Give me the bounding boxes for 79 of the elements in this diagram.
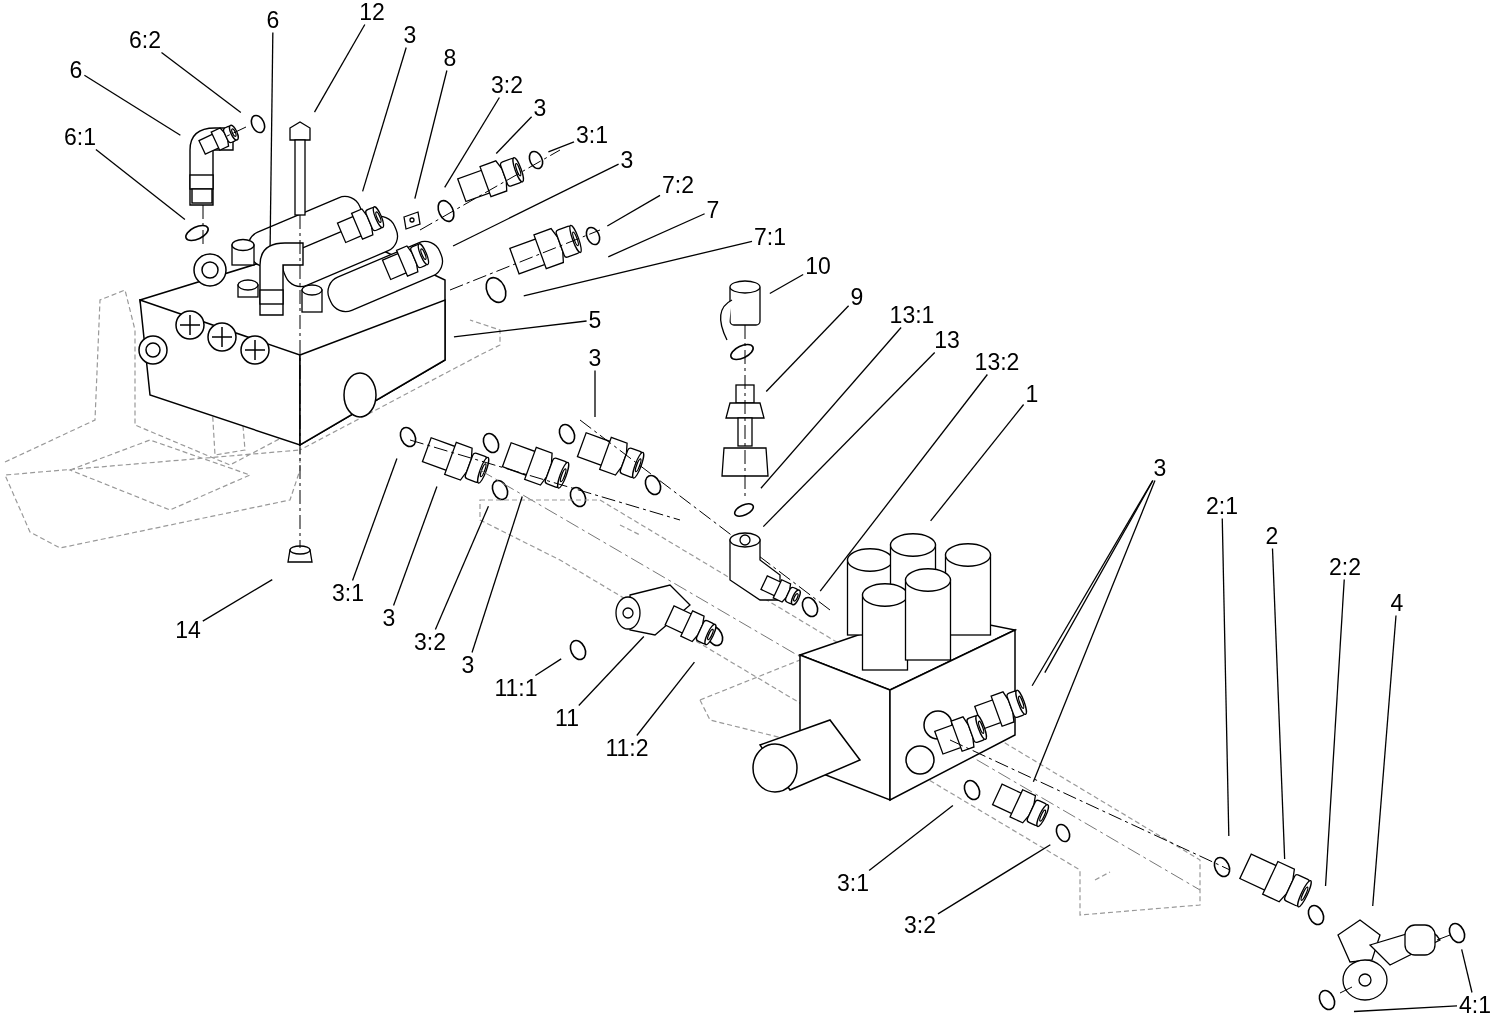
leader-line <box>313 23 366 113</box>
callout-number: 7 <box>706 198 720 222</box>
leader-line <box>594 369 596 418</box>
callout-number: 6:1 <box>64 125 96 149</box>
leader-line <box>1031 479 1154 687</box>
callout-number: 7:1 <box>754 225 786 249</box>
leader-line <box>547 141 575 153</box>
leader-line <box>819 373 988 592</box>
leader-line <box>160 51 242 114</box>
leader-line <box>1324 578 1345 887</box>
leader-line <box>392 485 438 607</box>
callout-number: 12 <box>359 0 385 24</box>
leader-line <box>434 505 490 631</box>
callout-number: 3:2 <box>414 630 446 654</box>
callout-number: 3:1 <box>576 123 608 147</box>
callout-number: 4 <box>1390 591 1404 615</box>
leader-line <box>765 305 850 393</box>
leader-line <box>471 495 523 654</box>
leader-line <box>453 320 588 338</box>
callout-number: 3:2 <box>491 73 523 97</box>
leader-line <box>1353 1005 1458 1013</box>
callout-number: 3 <box>382 606 396 630</box>
leader-line <box>636 661 696 737</box>
callout-number: 11:1 <box>494 676 538 700</box>
callout-number: 9 <box>850 285 864 309</box>
callout-number: 3 <box>533 96 547 120</box>
leader-line <box>607 213 706 258</box>
callout-number: 3 <box>620 148 634 172</box>
callout-number: 5 <box>588 308 602 332</box>
callout-number: 1 <box>1025 382 1039 406</box>
leader-line <box>762 351 936 528</box>
callout-number: 11 <box>555 706 579 730</box>
callout-number: 13:1 <box>889 303 935 327</box>
leader-line <box>523 240 753 297</box>
callout-number: 8 <box>443 46 457 70</box>
leader-line <box>351 457 398 582</box>
leader-line <box>495 116 533 155</box>
callout-number: 14 <box>175 618 201 642</box>
callout-number: 3 <box>403 23 417 47</box>
callout-number: 3 <box>588 346 602 370</box>
callout-number: 6 <box>69 58 83 82</box>
callout-number: 3 <box>461 653 475 677</box>
leader-line <box>937 844 1051 915</box>
leader-line <box>929 403 1025 522</box>
leader-line <box>769 273 804 295</box>
callout-number: 13:2 <box>974 350 1020 374</box>
callout-number: 4:1 <box>1459 993 1491 1017</box>
leader-line <box>414 69 448 200</box>
leader-line <box>1044 479 1154 674</box>
leader-line <box>202 578 273 622</box>
leader-line <box>760 326 902 489</box>
callout-number: 6:2 <box>129 28 161 52</box>
callout-number: 6 <box>266 8 280 32</box>
callout-number: 10 <box>805 254 831 278</box>
callout-number: 3 <box>1153 456 1167 480</box>
leader-line <box>606 194 661 227</box>
callout-number: 7:2 <box>662 173 694 197</box>
callout-number: 2:1 <box>1206 494 1238 518</box>
leader-line <box>1221 517 1230 837</box>
leader-line <box>578 635 645 707</box>
callout-number: 2 <box>1265 524 1279 548</box>
leader-line <box>534 658 562 677</box>
leader-line <box>1271 547 1286 860</box>
callout-number: 3:2 <box>904 913 936 937</box>
leader-line <box>95 148 186 221</box>
callout-number: 11:2 <box>605 736 649 760</box>
callout-number: 3:1 <box>332 581 364 605</box>
leader-line <box>444 96 501 188</box>
leader-line <box>868 804 954 872</box>
callout-number: 13 <box>934 328 960 352</box>
leader-line <box>269 31 274 247</box>
leader-line <box>83 74 181 136</box>
leader-line <box>452 163 620 247</box>
callout-number: 3:1 <box>837 871 869 895</box>
callout-number: 2:2 <box>1329 555 1361 579</box>
leader-line <box>1461 948 1473 994</box>
leader-line <box>1032 479 1156 783</box>
leader-line <box>1372 614 1397 907</box>
leader-line <box>361 46 407 193</box>
